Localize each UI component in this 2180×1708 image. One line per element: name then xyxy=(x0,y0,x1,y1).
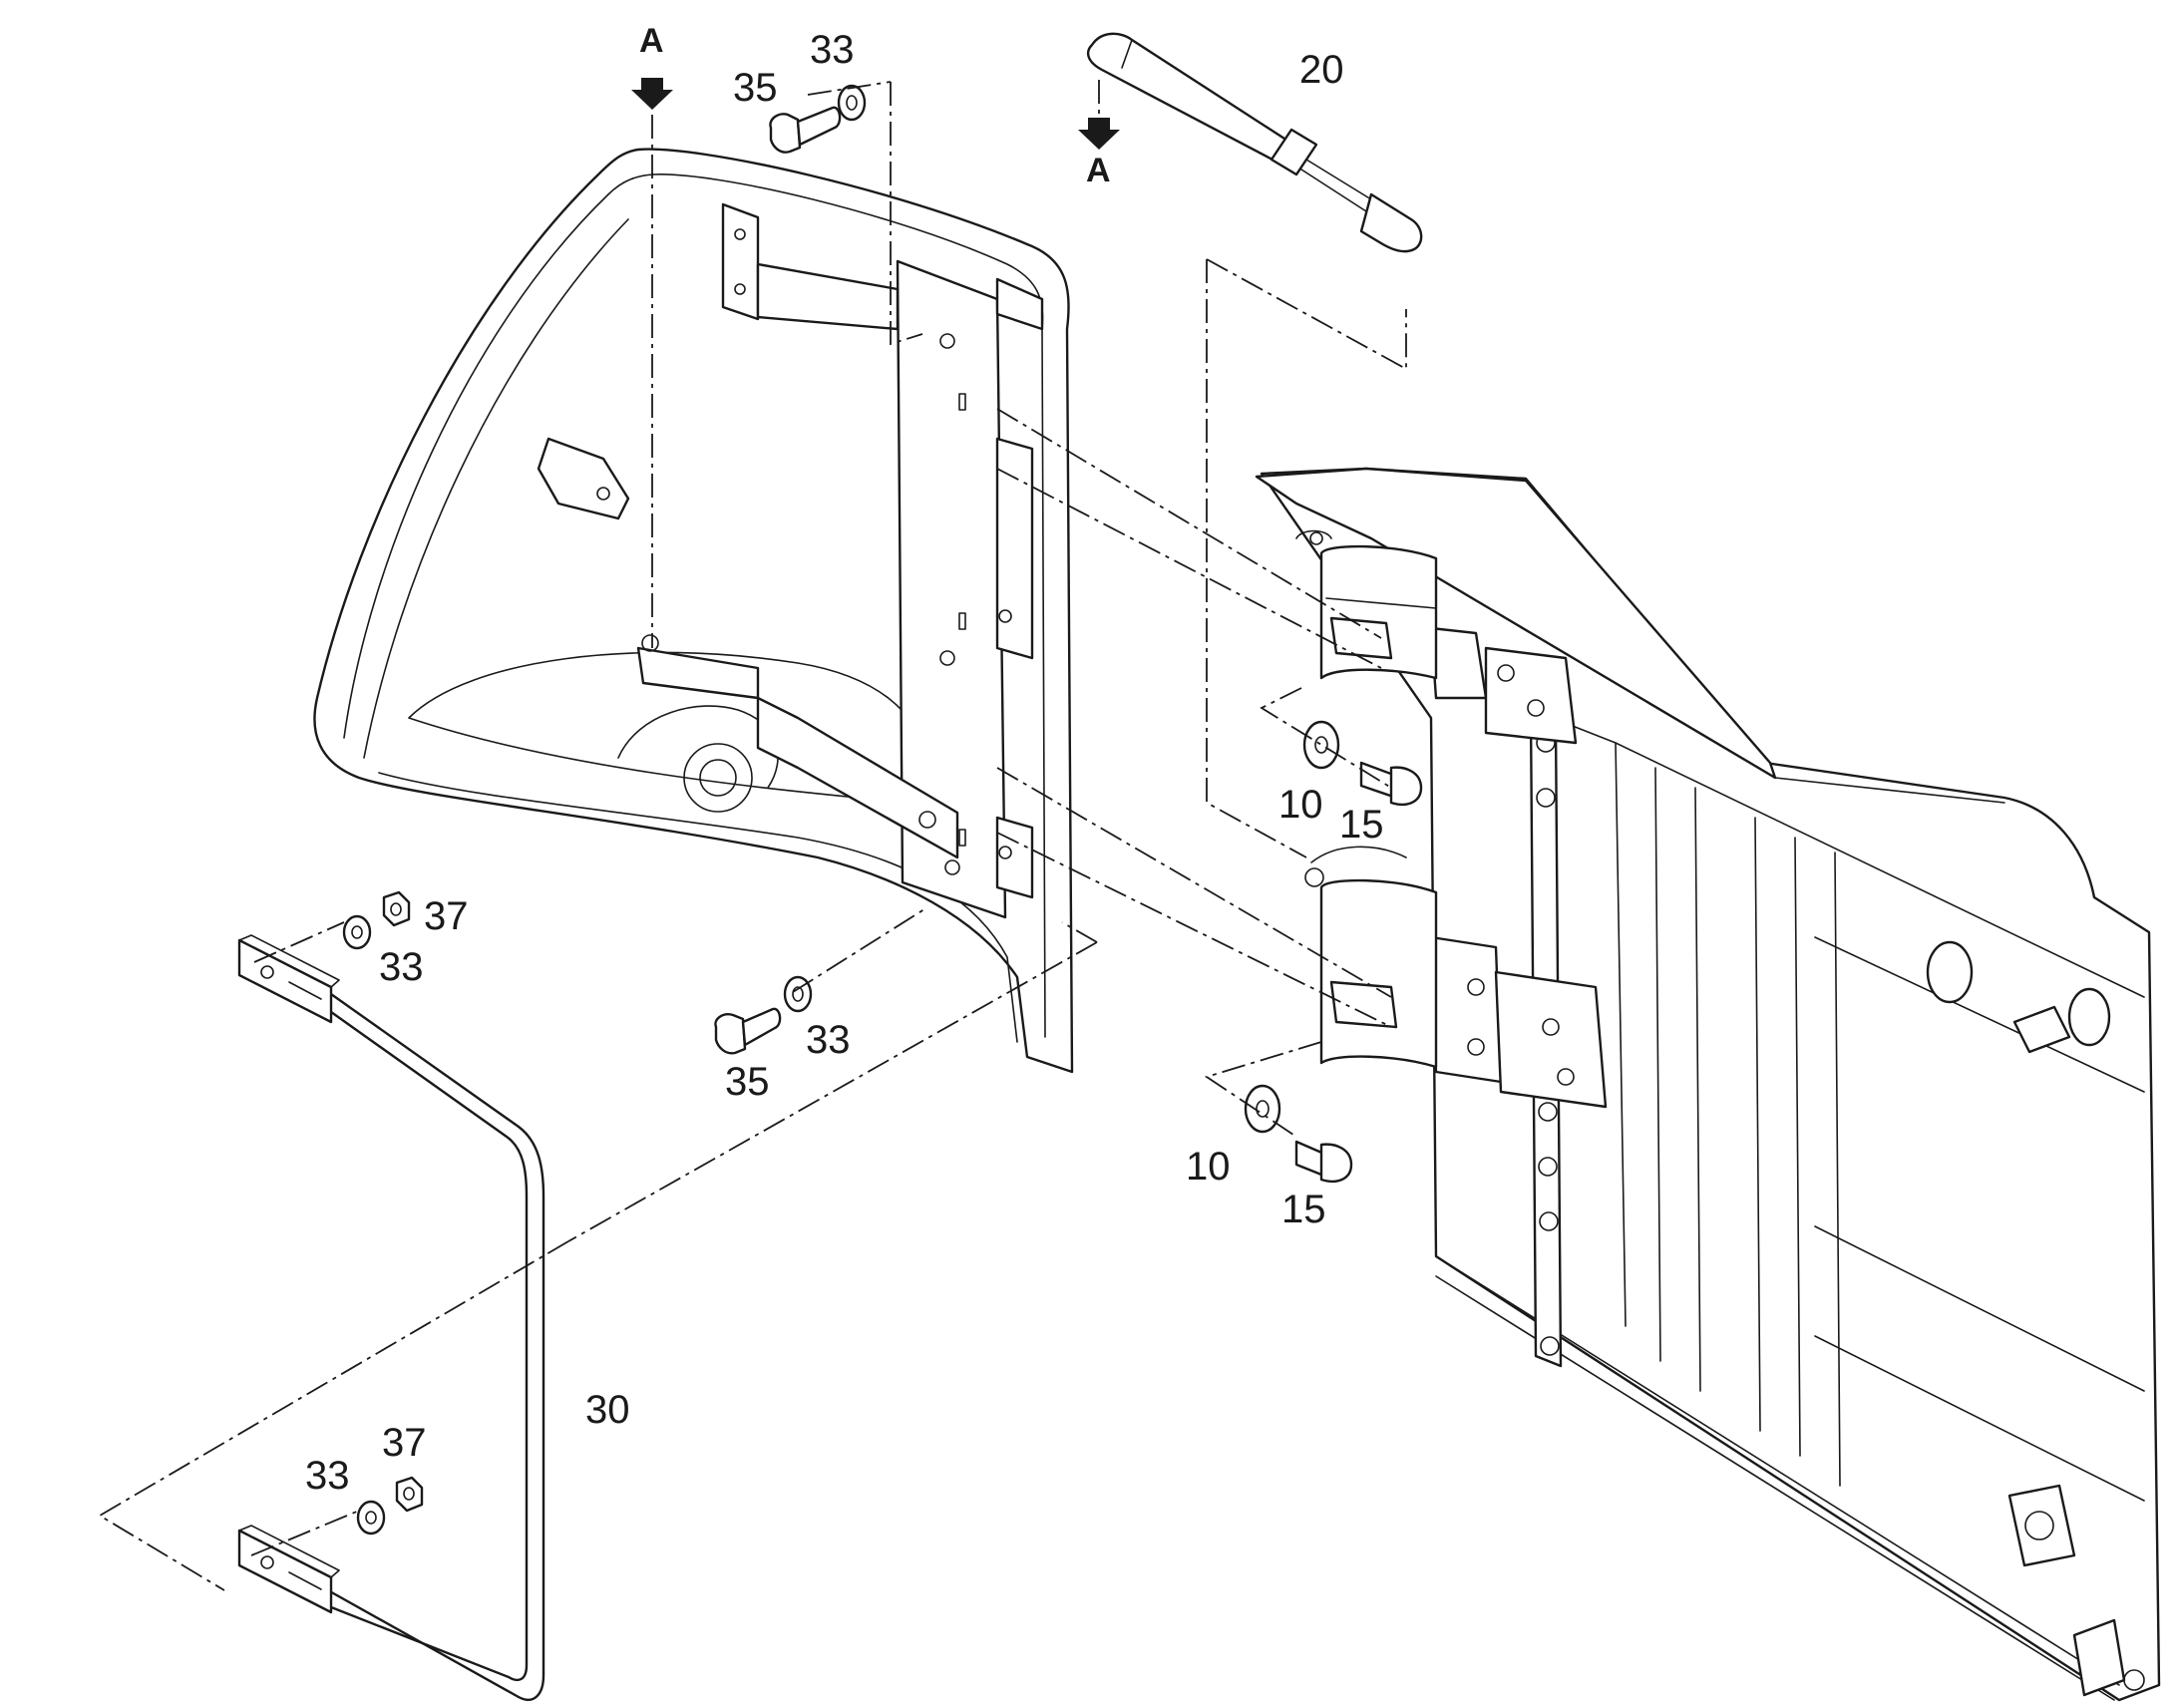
bolt-35-mid xyxy=(714,1007,782,1055)
callout-a-strut: A xyxy=(1086,152,1111,189)
washer-33-lower xyxy=(356,1500,386,1536)
callout-33-lower: 33 xyxy=(305,1454,350,1498)
callout-15-upper: 15 xyxy=(1339,803,1384,847)
callout-37-upper: 37 xyxy=(424,894,469,938)
callout-a-top: A xyxy=(639,22,664,60)
bolt-15-upper xyxy=(1359,761,1423,807)
washer-10-upper xyxy=(1302,720,1340,770)
callout-33-upper: 33 xyxy=(379,945,424,989)
washer-33-upper xyxy=(342,914,372,950)
callout-33-top: 33 xyxy=(810,28,855,72)
callout-10-lower: 10 xyxy=(1186,1145,1231,1189)
callout-10-upper: 10 xyxy=(1278,783,1323,827)
section-arrow-top xyxy=(631,78,673,110)
leader-lines xyxy=(98,80,1407,1591)
nut-37-lower xyxy=(395,1476,424,1513)
bolt-15-lower xyxy=(1294,1140,1353,1184)
support-rod xyxy=(237,934,545,1701)
callout-15-lower: 15 xyxy=(1281,1188,1326,1231)
hardware xyxy=(342,78,1423,1536)
bolt-35-top xyxy=(769,106,842,154)
right-door-panel xyxy=(1255,467,2161,1702)
callout-30: 30 xyxy=(585,1388,630,1432)
left-housing xyxy=(313,148,1074,1074)
washer-33-top xyxy=(837,84,867,122)
callout-35-top: 35 xyxy=(733,66,778,110)
callout-labels: A 33 35 20 A 37 33 33 35 10 15 10 15 30 … xyxy=(305,22,1384,1498)
callout-33-mid: 33 xyxy=(806,1018,851,1062)
callout-37-lower: 37 xyxy=(382,1421,427,1465)
callout-20: 20 xyxy=(1299,48,1344,92)
gas-strut xyxy=(1086,32,1423,253)
nut-37-upper xyxy=(382,890,411,927)
callout-35-mid: 35 xyxy=(725,1060,770,1104)
section-arrow-strut xyxy=(1078,118,1120,150)
washer-10-lower xyxy=(1244,1084,1281,1134)
